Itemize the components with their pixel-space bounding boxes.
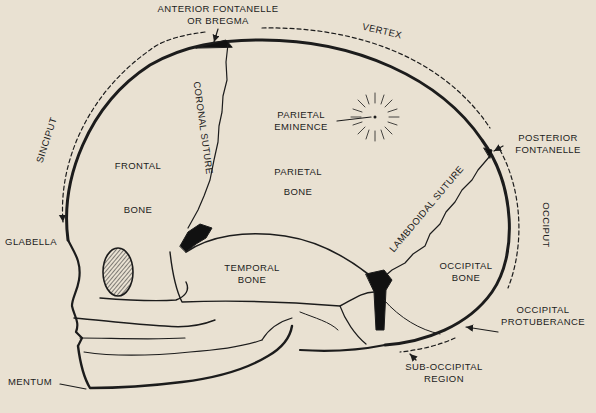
part-label: OCCIPITAL BONE bbox=[433, 260, 499, 284]
part-label: FRONTAL BONE bbox=[108, 144, 168, 232]
part-label: MENTUM bbox=[3, 376, 57, 388]
part-label: PARIETAL BONE bbox=[265, 162, 331, 202]
part-label: TEMPORAL BONE bbox=[212, 262, 292, 286]
part-label: PARIETAL EMINENCE bbox=[269, 109, 333, 133]
part-label: VERTEX bbox=[361, 21, 403, 42]
part-label: CORONAL SUTURE bbox=[191, 81, 216, 176]
part-label: SINCIPUT bbox=[34, 116, 60, 165]
part-label: ANTERIOR FONTANELLE OR BREGMA bbox=[151, 3, 286, 27]
part-label: SUB-OCCIPITAL REGION bbox=[402, 361, 486, 385]
part-label: GLABELLA bbox=[2, 236, 60, 248]
part-label: OCCIPITAL PROTUBERANCE bbox=[500, 304, 586, 328]
part-label: OCCIPUT bbox=[540, 202, 552, 248]
part-label: POSTERIOR FONTANELLE bbox=[506, 132, 590, 156]
